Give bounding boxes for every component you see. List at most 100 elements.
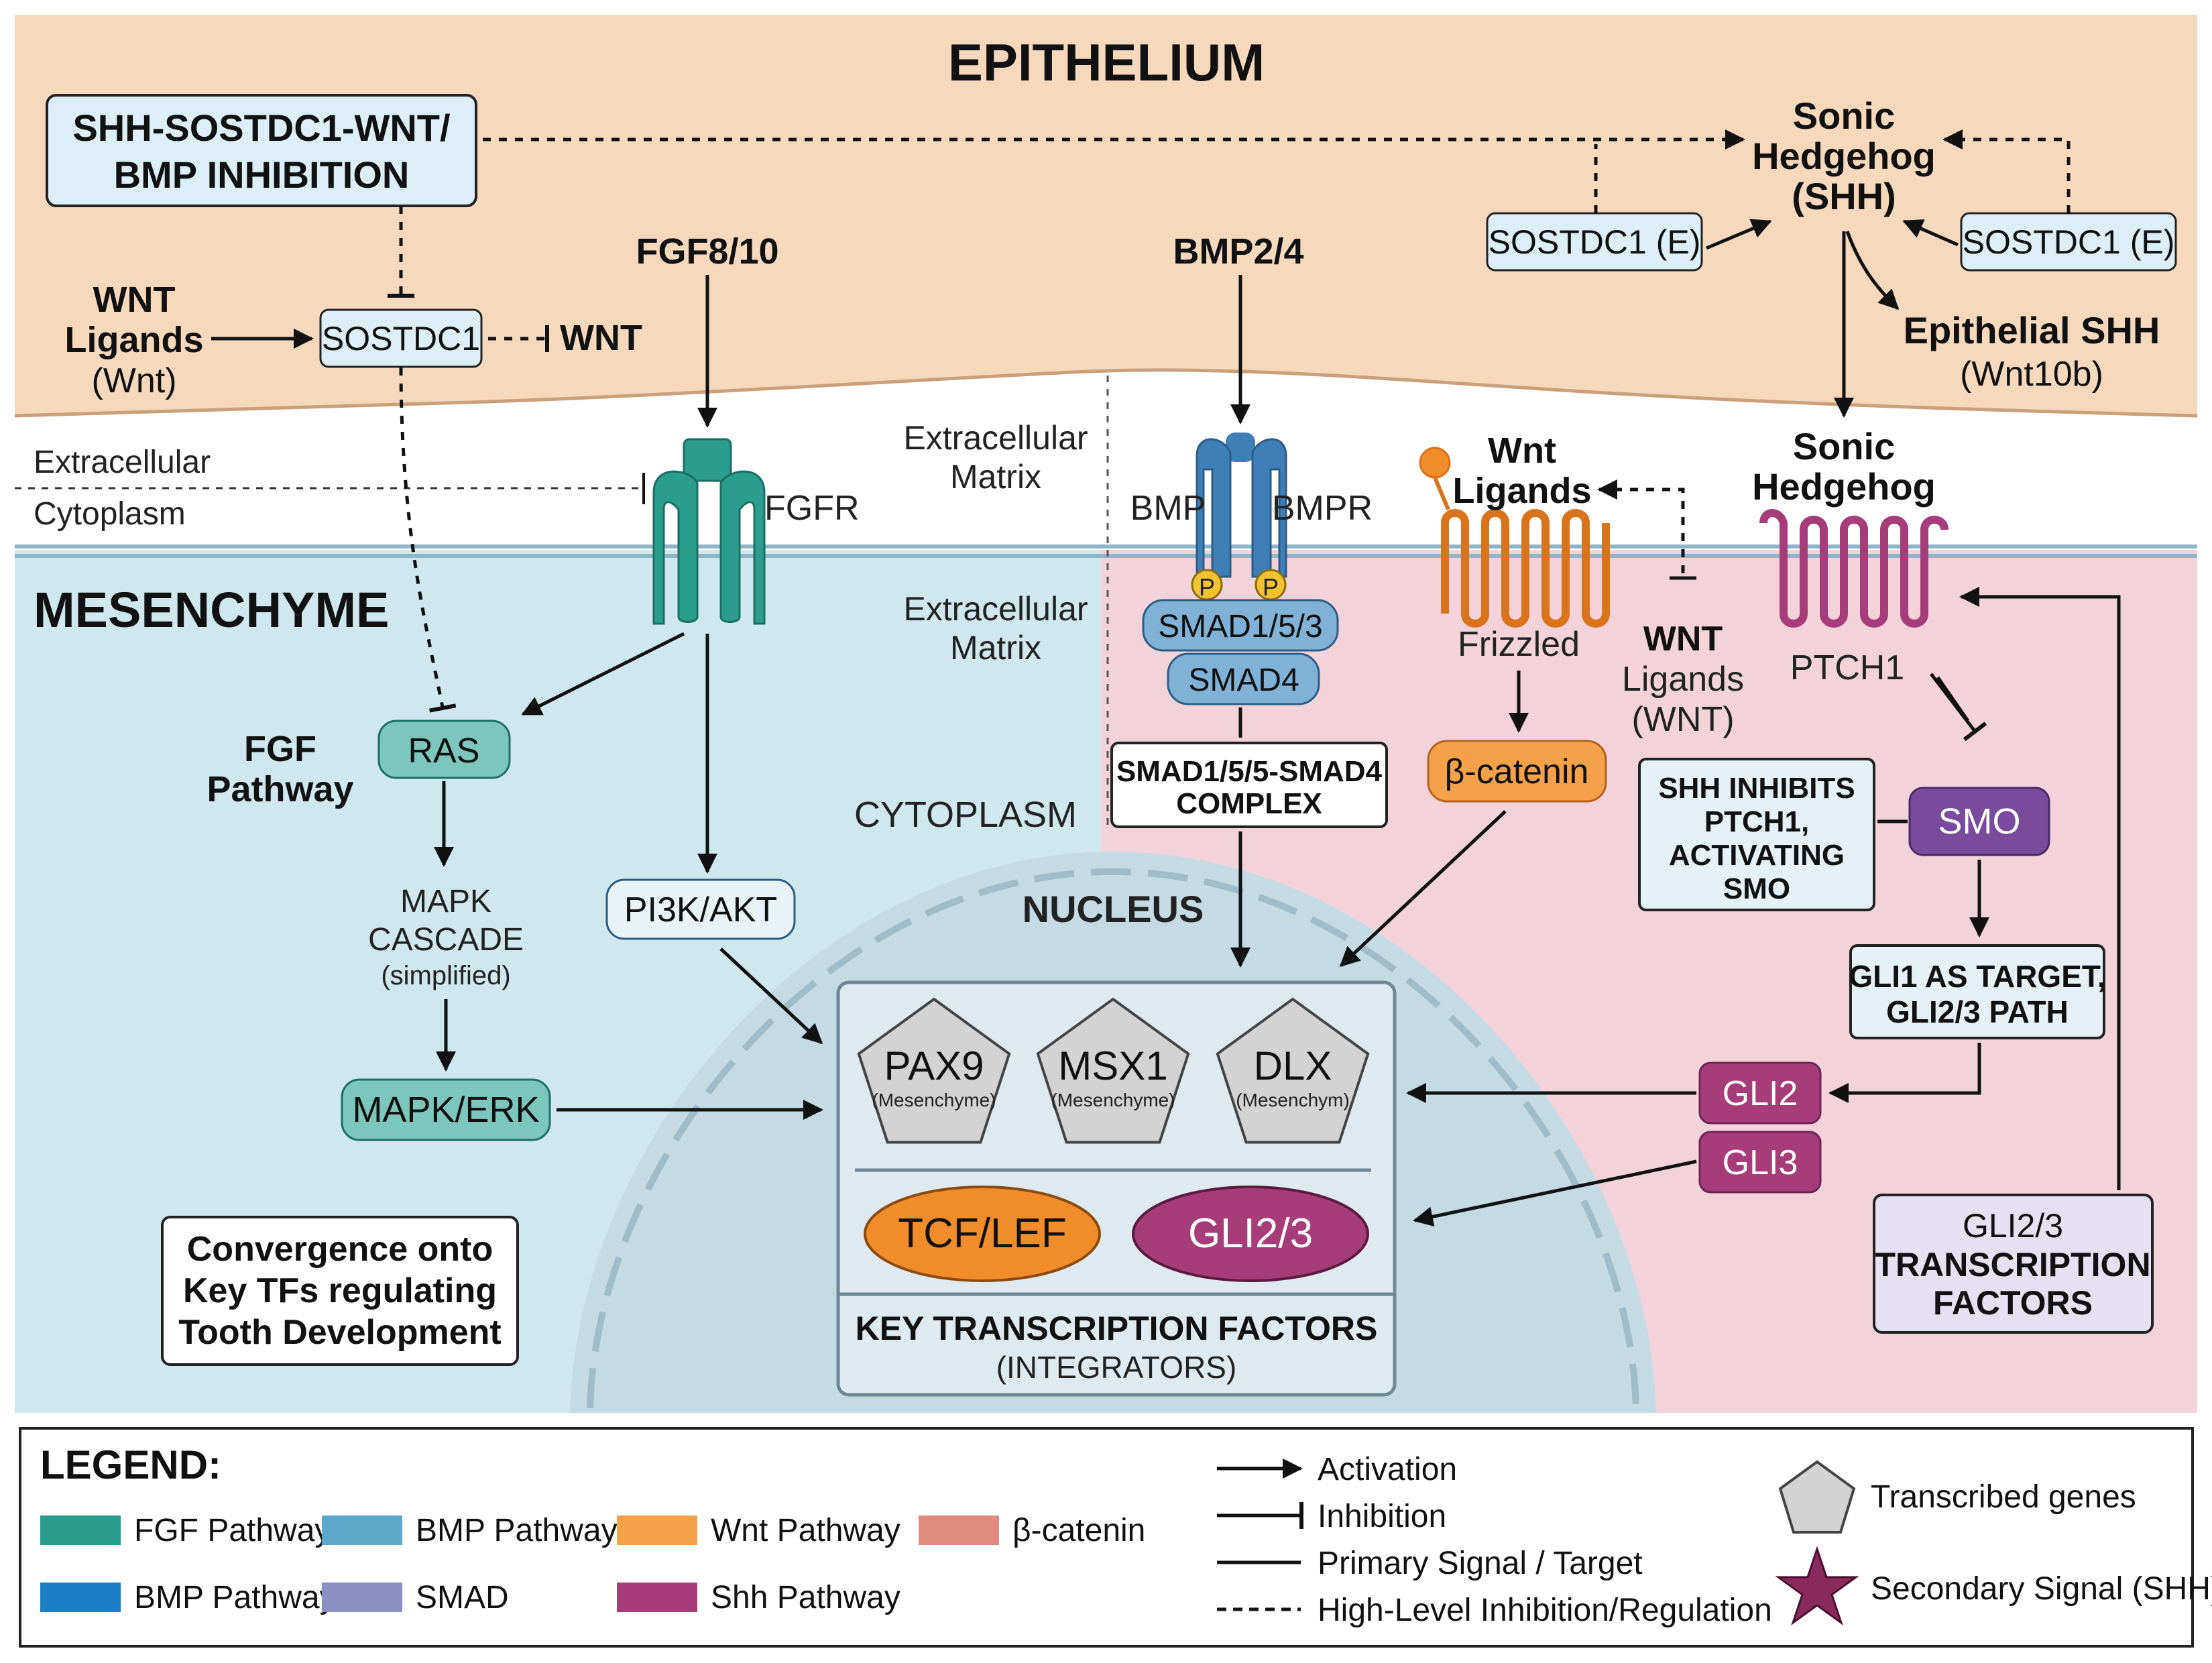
gli23-nuclear-text: GLI2/3 xyxy=(1188,1210,1313,1257)
smo-text: SMO xyxy=(1938,801,2020,842)
gli1-target-box xyxy=(1849,944,2105,1039)
legend-swatch-label-4: BMP Pathway xyxy=(134,1580,336,1615)
legend-swatch-label-5: SMAD xyxy=(416,1580,509,1615)
mapk-erk-node xyxy=(341,1078,551,1141)
conn-pi3k-nucleus xyxy=(719,948,823,1045)
conn-wntinhib-ligands xyxy=(1597,479,1685,573)
epithelium-border xyxy=(14,368,2198,418)
mapk-cascade-2: CASCADE xyxy=(368,922,524,958)
epithelium-label: EPITHELIUM xyxy=(948,33,1265,92)
epithelial-shh-1: Epithelial SHH xyxy=(1904,309,2160,351)
legend-primary: Primary Signal / Target xyxy=(1318,1546,1643,1581)
sonic-hh-top-2: Hedgehog xyxy=(1752,135,1936,177)
legend-swatch-label-0: FGF Pathway xyxy=(134,1513,331,1548)
shh-inhibits-1: SHH INHIBITS xyxy=(1658,772,1855,805)
conn-sostdc1-ras xyxy=(399,367,457,713)
beta-catenin-node xyxy=(1427,740,1607,803)
wnt-ligands-label-1: WNT xyxy=(93,280,176,320)
legend-swatch-2 xyxy=(617,1515,697,1545)
key-tf-title: KEY TRANSCRIPTION FACTORS xyxy=(856,1310,1378,1347)
sonic-hh-mid-2: Hedgehog xyxy=(1752,465,1936,508)
gli2-text: GLI2 xyxy=(1723,1074,1798,1113)
smad4-text: SMAD4 xyxy=(1188,663,1299,698)
sostdc1-node xyxy=(319,308,483,368)
conn-gli1-gli2 xyxy=(1828,1043,1981,1103)
wnt-inhibited-label: WNT xyxy=(560,318,642,358)
smad4-node xyxy=(1167,652,1320,705)
tcf-lef-node xyxy=(864,1186,1101,1282)
smo-node xyxy=(1908,787,2050,856)
smad-complex-box xyxy=(1110,742,1388,828)
smad-complex-2: COMPLEX xyxy=(1176,787,1322,820)
gene-pentagon-msx1 xyxy=(1036,997,1190,1144)
conn-bcat-nucleus xyxy=(1339,810,1507,968)
nucleus-label: NUCLEUS xyxy=(1023,888,1204,930)
legend-transcribed: Transcribed genes xyxy=(1871,1479,2136,1515)
fgf-pathway-2: Pathway xyxy=(207,769,353,809)
phospho-right-label: P xyxy=(1263,573,1279,601)
bmp-label: BMP xyxy=(1130,489,1206,528)
gene-pentagon-pax9 xyxy=(857,997,1011,1144)
epithelial-shh-2: (Wnt10b) xyxy=(1960,355,2103,394)
gene-sub-msx1: (Mesenchyme) xyxy=(1051,1090,1175,1110)
sonic-hh-top-1: Sonic xyxy=(1793,95,1895,137)
shh-sostdc1-line2: BMP INHIBITION xyxy=(114,154,410,196)
ecm-mid-label-1: Extracellular xyxy=(903,590,1088,628)
shh-inhibits-box xyxy=(1638,758,1875,911)
ecm-mid-label-2: Matrix xyxy=(950,629,1041,667)
gli1-target-1: GLI1 AS TARGET, xyxy=(1849,959,2105,994)
fgf8-10-label: FGF8/10 xyxy=(636,231,778,272)
tcf-lef-text: TCF/LEF xyxy=(898,1210,1066,1257)
ptch1-label: PTCH1 xyxy=(1790,648,1904,687)
frizzled-label: Frizzled xyxy=(1458,625,1580,664)
legend-pentagon-icon xyxy=(1778,1460,1856,1534)
wnt-inhib-3: (WNT) xyxy=(1631,700,1734,739)
bmpr-receptor xyxy=(1196,433,1287,578)
cytoplasm-label: Cytoplasm xyxy=(34,496,186,532)
mesenchyme-label: MESENCHYME xyxy=(34,582,389,638)
gene-name-dlx: DLX xyxy=(1254,1043,1332,1088)
wnt-inhib-1: WNT xyxy=(1643,620,1723,658)
gene-sub-pax9: (Mesenchyme) xyxy=(872,1090,996,1110)
shh-sostdc1-line1: SHH-SOSTDC1-WNT/ xyxy=(72,107,451,149)
conn-gli3-nucleus xyxy=(1413,1159,1697,1227)
conn-sostdc1e-left-shh xyxy=(1706,219,1772,250)
gli23-tf-box xyxy=(1873,1194,2154,1334)
legend-star-icon xyxy=(1775,1546,1859,1625)
convergence-1: Convergence onto xyxy=(187,1230,493,1269)
conn-ptch1-smo xyxy=(1930,673,1987,742)
legend-swatch-1 xyxy=(322,1515,402,1545)
wnt-inhib-2: Ligands xyxy=(1622,660,1744,699)
bmpr-label: BMPR xyxy=(1272,489,1373,528)
gli23-tf-3: FACTORS xyxy=(1933,1284,2093,1322)
sostdc1-e-right-text: SOSTDC1 (E) xyxy=(1963,223,2175,261)
fgf-pathway-1: FGF xyxy=(244,729,316,769)
legend-activation: Activation xyxy=(1318,1452,1457,1487)
smad153-node xyxy=(1142,599,1339,652)
legend-swatch-label-6: Shh Pathway xyxy=(711,1580,900,1615)
bmp2-4-label: BMP2/4 xyxy=(1173,231,1303,272)
wnt-ligands-label-3: (Wnt) xyxy=(91,361,176,400)
convergence-box xyxy=(161,1216,519,1366)
conn-gli23tf-ptch1 xyxy=(1959,587,2121,1190)
shh-inhibits-3: ACTIVATING xyxy=(1669,839,1845,872)
legend-inhibition: Inhibition xyxy=(1318,1499,1446,1534)
gene-name-msx1: MSX1 xyxy=(1058,1043,1167,1088)
phospho-left-label: P xyxy=(1199,573,1215,601)
legend-high-level: High-Level Inhibition/Regulation xyxy=(1318,1593,1772,1628)
genes-layer: PAX9(Mesenchyme)MSX1(Mesenchyme)DLX(Mese… xyxy=(857,997,1370,1144)
wnt-ligands-top-2: Ligands xyxy=(1452,471,1591,511)
gene-name-pax9: PAX9 xyxy=(884,1043,984,1088)
epithelium-region xyxy=(15,15,2197,416)
extracellular-label: Extracellular xyxy=(34,445,211,480)
mapk-erk-text: MAPK/ERK xyxy=(352,1090,539,1130)
shh-inhibits-4: SMO xyxy=(1723,872,1790,905)
shh-sostdc1-box xyxy=(46,94,477,207)
gli23-nuclear-node xyxy=(1132,1186,1369,1282)
gene-pentagon-dlx xyxy=(1216,997,1370,1144)
gene-sub-dlx: (Mesenchym) xyxy=(1236,1090,1350,1110)
legend-swatch-4 xyxy=(40,1583,121,1612)
